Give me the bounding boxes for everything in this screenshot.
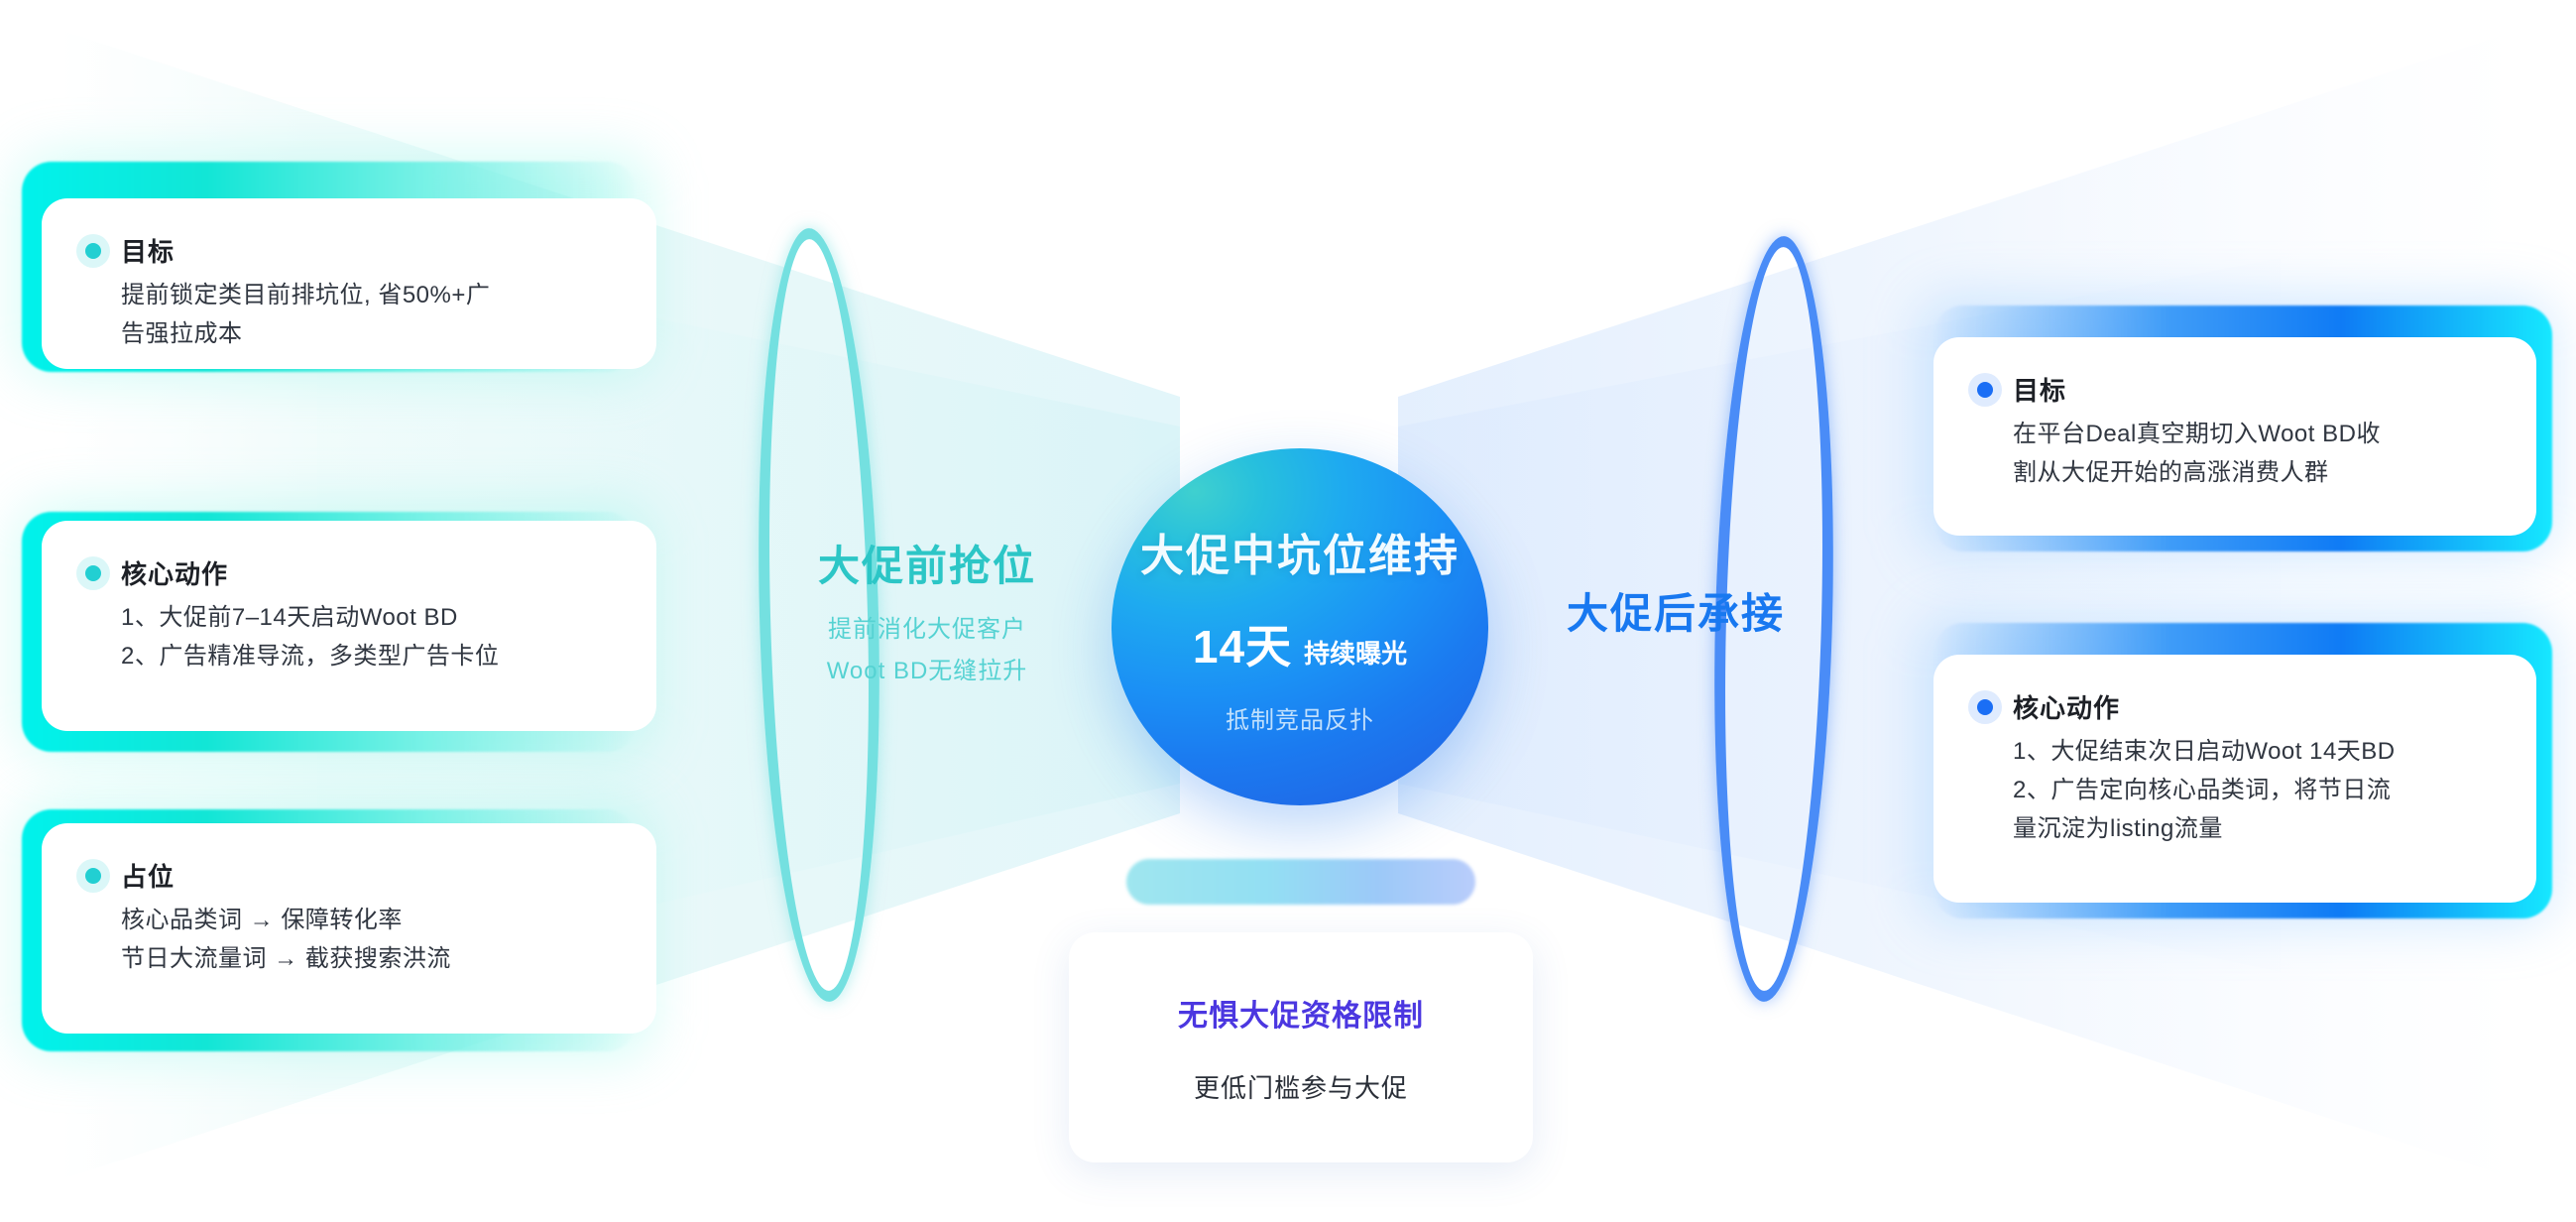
left-card-target[interactable]: 目标 提前锁定类目前排坑位, 省50%+广 告强拉成本 xyxy=(42,198,656,369)
right-stage-title: 大促后承接 xyxy=(1566,590,1785,637)
right-card-2-line-1: 1、大促结束次日启动Woot 14天BD xyxy=(2013,738,2396,765)
left-stage-subtitle-line-2: Woot BD无缝拉升 xyxy=(826,658,1028,684)
right-card-1-line-2: 割从大促开始的高涨消费人群 xyxy=(2013,458,2329,486)
left-card-2-title: 核心动作 xyxy=(121,559,229,589)
left-card-1-line-1: 提前锁定类目前排坑位, 省50%+广 xyxy=(121,282,491,308)
left-card-2-line-2: 2、广告精准导流，多类型广告卡位 xyxy=(121,642,500,670)
left-card-3-title: 占位 xyxy=(121,862,176,892)
blue-bullet-icon xyxy=(1977,382,1993,398)
left-card-2-line-1: 1、大促前7–14天启动Woot BD xyxy=(121,604,458,631)
right-card-1-line-1: 在平台Deal真空期切入Woot BD收 xyxy=(2013,421,2381,447)
left-card-placeholding[interactable]: 占位 核心品类词 → 保障转化率 节日大流量词 → 截获搜索洪流 xyxy=(42,823,656,1034)
right-card-core-actions[interactable]: 核心动作 1、大促结束次日启动Woot 14天BD 2、广告定向核心品类词，将节… xyxy=(1933,655,2536,903)
center-sphere: 大促中坑位维持 14天 持续曝光 抵制竞品反扑 xyxy=(1112,448,1488,805)
blue-bullet-icon xyxy=(1977,699,1993,715)
center-sphere-subtitle: 抵制竞品反扑 xyxy=(1226,706,1374,734)
left-card-core-actions[interactable]: 核心动作 1、大促前7–14天启动Woot BD 2、广告精准导流，多类型广告卡… xyxy=(42,521,656,731)
center-sphere-title: 大促中坑位维持 xyxy=(1140,531,1460,580)
right-card-1-title: 目标 xyxy=(2013,376,2067,406)
right-card-target[interactable]: 目标 在平台Deal真空期切入Woot BD收 割从大促开始的高涨消费人群 xyxy=(1933,337,2536,536)
teal-bullet-icon xyxy=(85,243,101,259)
center-sphere-metric: 14天 持续曝光 xyxy=(1193,611,1407,676)
center-sphere-number-label: 持续曝光 xyxy=(1304,638,1408,669)
bottom-card-title: 无惧大促资格限制 xyxy=(1178,999,1424,1033)
right-card-2-line-3: 量沉淀为listing流量 xyxy=(2013,814,2223,842)
teal-bullet-icon xyxy=(85,565,101,581)
center-sphere-number: 14天 xyxy=(1192,620,1293,672)
bottom-accent-pill xyxy=(1126,859,1475,905)
right-card-2-line-2: 2、广告定向核心品类词，将节日流 xyxy=(2013,776,2392,803)
left-card-1-title: 目标 xyxy=(121,237,176,267)
left-stage-label: 大促前抢位 提前消化大促客户 Woot BD无缝拉升 xyxy=(763,533,1091,692)
bottom-card-subtitle: 更低门槛参与大促 xyxy=(1193,1072,1408,1103)
right-card-2-title: 核心动作 xyxy=(2013,693,2121,723)
left-stage-subtitle-line-1: 提前消化大促客户 xyxy=(828,616,1026,643)
left-stage-subtitle: 提前消化大促客户 Woot BD无缝拉升 xyxy=(763,609,1091,692)
left-stage-title: 大促前抢位 xyxy=(817,543,1036,589)
teal-bullet-icon xyxy=(85,868,101,884)
bottom-highlight-card[interactable]: 无惧大促资格限制 更低门槛参与大促 xyxy=(1069,932,1533,1162)
left-card-3-line-2: 节日大流量词 → 截获搜索洪流 xyxy=(121,944,451,972)
left-card-3-line-1: 核心品类词 → 保障转化率 xyxy=(121,907,403,933)
left-card-1-line-2: 告强拉成本 xyxy=(121,319,243,347)
right-stage-label: 大促后承接 xyxy=(1527,580,1824,641)
